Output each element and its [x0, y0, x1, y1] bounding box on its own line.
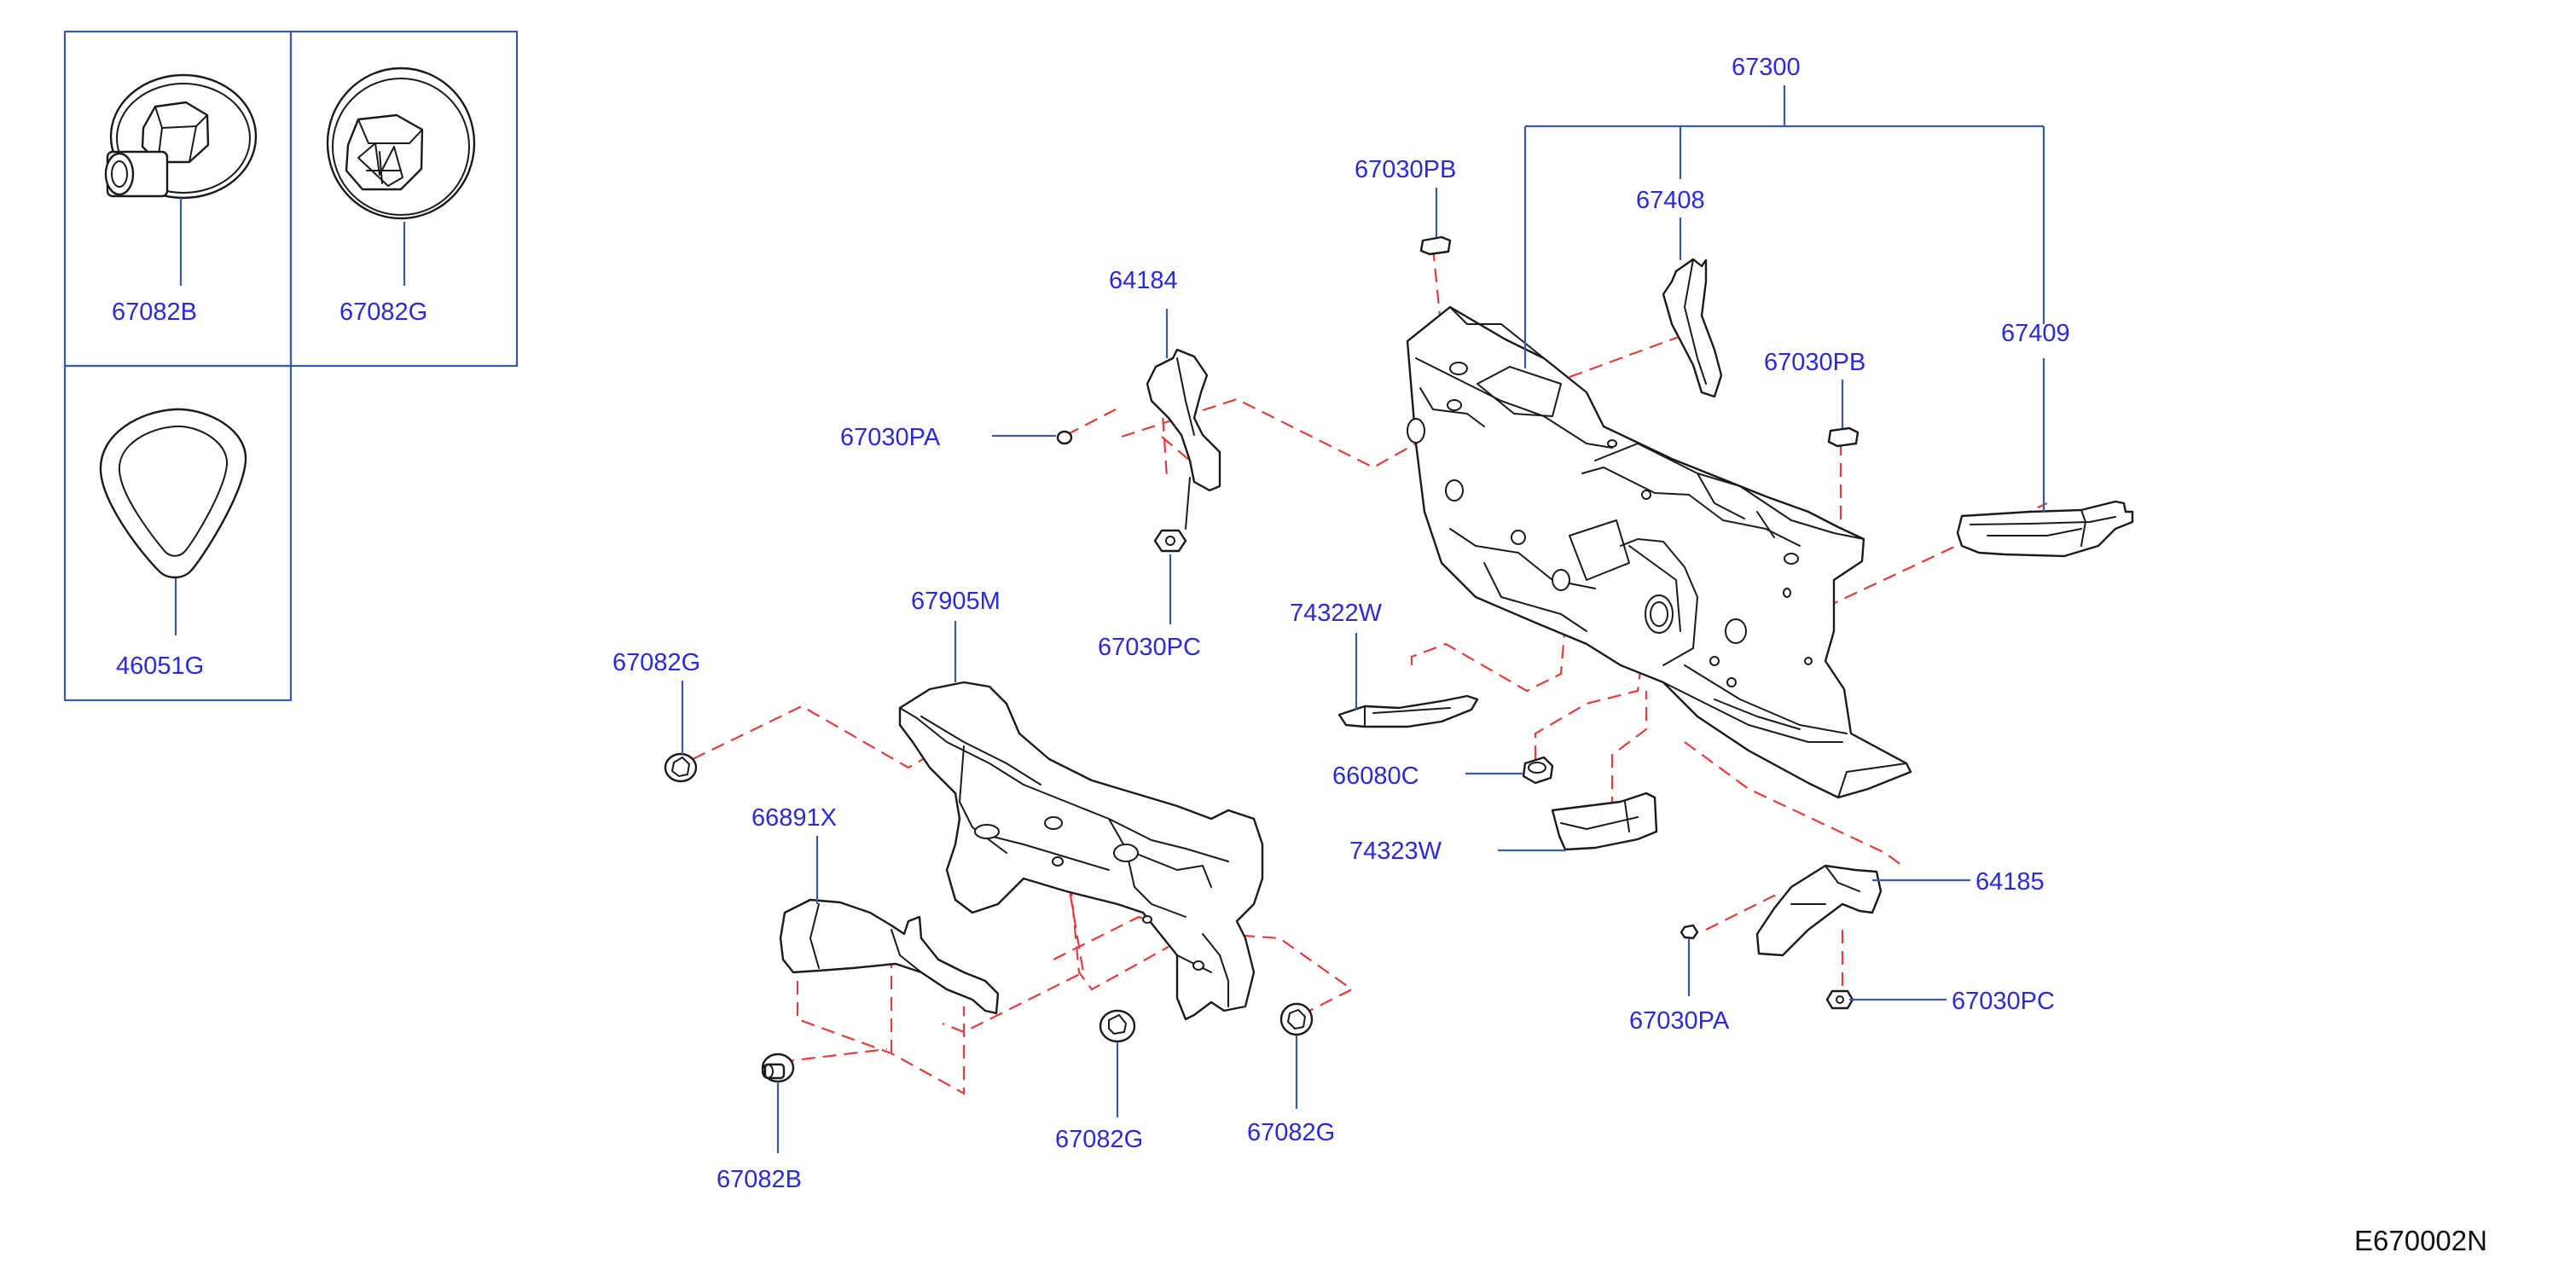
inset-label-46051G: 46051G	[116, 652, 204, 680]
dash-side-upper-part	[1662, 258, 1723, 398]
grommet-left-part	[664, 752, 698, 783]
insulator-part	[898, 681, 1264, 1021]
label-66080C: 66080C	[1332, 763, 1419, 790]
label-67408: 67408	[1636, 187, 1705, 214]
label-64184: 64184	[1109, 267, 1178, 294]
dash-side-right-part	[1956, 500, 2134, 558]
inset-label-67082G: 67082G	[339, 299, 427, 326]
grommet-g-center-part	[1099, 1009, 1136, 1043]
label-67082G-center: 67082G	[1055, 1126, 1143, 1153]
grommet-b-bottom-part	[761, 1053, 795, 1083]
dash-panel-part	[1406, 305, 1912, 799]
label-67030PC-right: 67030PC	[1952, 988, 2055, 1015]
clip-pb-right-part	[1827, 426, 1859, 448]
seal-upper-part	[1337, 694, 1479, 728]
label-74322W: 74322W	[1290, 600, 1383, 627]
inset-label-67082B: 67082B	[112, 299, 197, 326]
callout-labels: 67300 67408 67409 67030PB 67030PB 64184 …	[612, 54, 2070, 1193]
clip-pc-right-part	[1825, 989, 1854, 1010]
label-67905M: 67905M	[911, 588, 1001, 615]
label-67030PA-right: 67030PA	[1629, 1007, 1730, 1035]
diagram-code: E670002N	[2354, 1225, 2487, 1256]
label-67082B-bottom: 67082B	[717, 1166, 802, 1193]
label-67082G-left: 67082G	[612, 649, 700, 676]
clip-pc-left-part	[1153, 529, 1187, 553]
insulator-lower-part	[779, 898, 1000, 1015]
label-67030PA-left: 67030PA	[840, 424, 941, 451]
clip-pa-left-part	[1056, 430, 1073, 445]
label-67082G-right: 67082G	[1247, 1119, 1335, 1146]
label-67030PB-left: 67030PB	[1355, 156, 1456, 183]
clip-pa-right-part	[1680, 924, 1699, 940]
leader-lines	[681, 85, 2045, 1153]
grommet-g-right-part	[1279, 1002, 1314, 1036]
bracket-right-part	[1755, 864, 1883, 957]
label-67409: 67409	[2001, 320, 2070, 347]
inset-panel: 67082B 67082G 46051G	[63, 30, 519, 702]
label-64185: 64185	[1976, 868, 2045, 896]
inset-box-bottom	[63, 364, 293, 702]
label-67030PC-left: 67030PC	[1098, 634, 1201, 661]
grommet-b-inset-icon	[104, 73, 258, 200]
clip-pb-left-part	[1419, 235, 1452, 256]
grommet-g-inset-icon	[326, 67, 476, 220]
grommet-center-part	[1522, 756, 1554, 785]
label-67030PB-right: 67030PB	[1764, 349, 1865, 376]
seal-lower-part	[1551, 792, 1658, 851]
bracket-left-part	[1146, 348, 1221, 530]
inset-box-right	[289, 30, 519, 368]
seal-46051g-inset-icon	[99, 408, 247, 579]
label-74323W: 74323W	[1349, 838, 1442, 865]
label-67300: 67300	[1732, 54, 1801, 81]
label-66891X: 66891X	[751, 804, 837, 832]
